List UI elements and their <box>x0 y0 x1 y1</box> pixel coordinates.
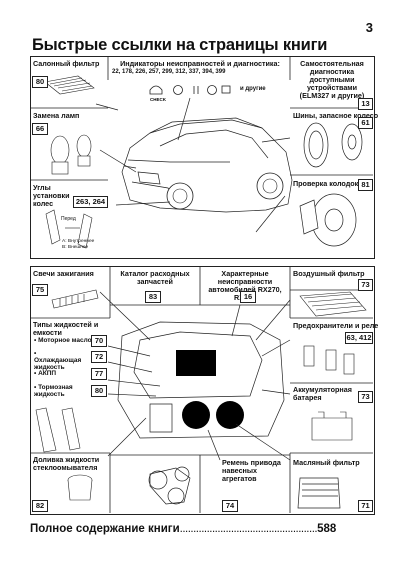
spark-plugs-label: Свечи зажигания <box>33 269 94 278</box>
indicators-more: и другие <box>240 86 266 92</box>
tires-label: Шины, запасное колесо <box>293 111 379 120</box>
full-contents-dots: ........................................… <box>179 523 318 535</box>
fluids-label: Типы жидкостей и емкости <box>33 320 99 337</box>
brake-pads-page[interactable]: 81 <box>358 179 373 191</box>
wheel-legend-b: B: Внешнее <box>62 245 89 250</box>
air-filter-page[interactable]: 73 <box>358 279 373 291</box>
lamp-drawing <box>50 134 92 175</box>
oil-filter-page[interactable]: 71 <box>358 500 373 512</box>
lamps-label: Замена ламп <box>33 111 80 120</box>
indicator-icons <box>149 85 231 95</box>
catalog-page[interactable]: 83 <box>145 291 161 303</box>
fuses-label: Предохранители и реле <box>293 321 379 330</box>
battery-drawing <box>311 411 353 441</box>
full-contents-page: 588 <box>317 523 337 535</box>
wheel-angles-label: Углы установки колес <box>33 183 70 208</box>
brake-pads-label: Проверка колодок <box>293 179 359 188</box>
cabin-filter-label: Салонный фильтр <box>33 59 100 68</box>
check-icon-text: CHECK <box>150 97 167 102</box>
faults-page[interactable]: 16 <box>240 291 256 303</box>
fluid-item-page[interactable]: 80 <box>91 385 107 397</box>
fluid-item-label: • Моторное масло <box>34 337 92 344</box>
catalog-label: Каталог расходных запчастей <box>120 269 190 286</box>
fluid-item-label: • Тормозная жидкость <box>34 384 73 398</box>
belt-page[interactable]: 74 <box>222 500 238 512</box>
cabin-filter-drawing <box>44 75 95 95</box>
tire-drawing <box>303 122 363 168</box>
oil-filter-drawing <box>297 477 341 509</box>
indicators-pages[interactable]: 22, 178, 226, 257, 299, 312, 337, 394, 3… <box>112 69 226 75</box>
diagnostics-page[interactable]: 13 <box>358 98 373 110</box>
wheel-legend-a: A: Внутреннее <box>62 239 95 244</box>
dipstick-drawing <box>35 407 81 453</box>
fluid-item-page[interactable]: 77 <box>91 368 107 380</box>
cabin-filter-page[interactable]: 80 <box>32 76 48 88</box>
washer-drawing <box>67 474 93 501</box>
belt-label: Ремень привода навесных агрегатов <box>222 458 281 483</box>
fluid-item-page[interactable]: 72 <box>91 351 107 363</box>
wheel-angles-page[interactable]: 263, 264 <box>73 196 108 208</box>
spark-plug-drawing <box>51 289 99 309</box>
wheel-angle-drawing <box>45 209 93 249</box>
oil-filter-label: Масляный фильтр <box>293 458 360 467</box>
page-number: 3 <box>365 20 373 35</box>
fuses-page[interactable]: 63, 412 <box>345 332 373 344</box>
fluid-item-label: • АКПП <box>34 370 57 377</box>
fluid-item-page[interactable]: 70 <box>91 335 107 347</box>
washer-label: Доливка жидкости стеклоомывателя <box>33 455 100 472</box>
battery-page[interactable]: 73 <box>358 391 373 403</box>
spark-plugs-page[interactable]: 75 <box>32 284 48 296</box>
belt-drawing <box>148 466 191 505</box>
washer-page[interactable]: 82 <box>32 500 48 512</box>
fluid-item-label: • Охлаждающая жидкость <box>34 350 82 371</box>
page-title: Быстрые ссылки на страницы книги <box>32 36 328 54</box>
full-contents-label: Полное содержание книги <box>30 523 180 535</box>
indicators-label: Индикаторы неисправностей и диагностика: <box>120 59 280 68</box>
air-filter-drawing <box>299 291 367 317</box>
lamps-page[interactable]: 66 <box>32 123 48 135</box>
full-contents-line[interactable]: Полное содержание книги.................… <box>30 523 336 535</box>
tires-page[interactable]: 61 <box>358 117 373 129</box>
wheel-front-label: Перед <box>61 216 76 222</box>
diagnostics-label: Самостоятельная диагностика доступными у… <box>299 59 365 100</box>
fuses-drawing <box>303 345 355 375</box>
brake-drawing <box>299 193 357 247</box>
battery-label: Аккумуляторная батарея <box>293 385 352 402</box>
air-filter-label: Воздушный фильтр <box>293 269 365 278</box>
